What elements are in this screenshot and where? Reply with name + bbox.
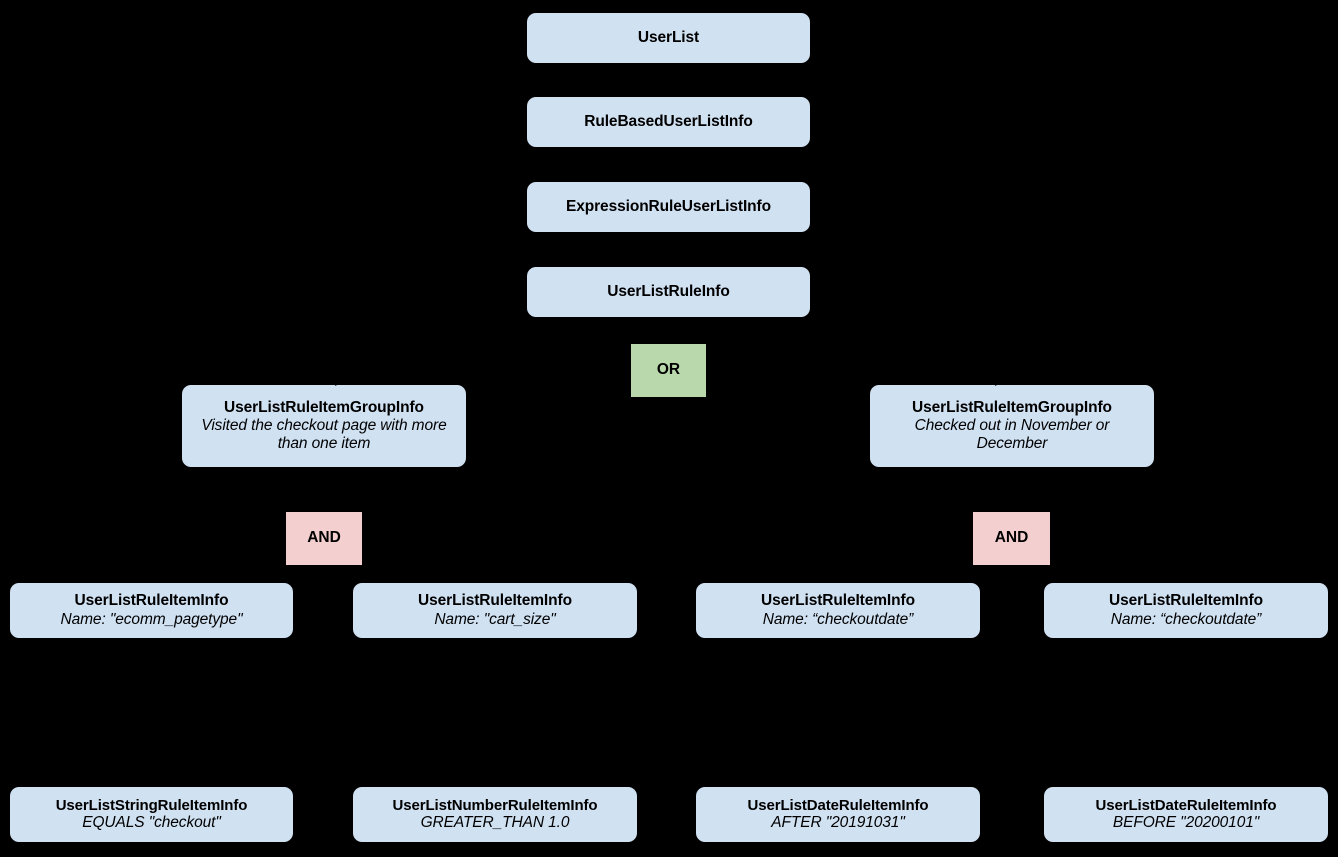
group-left-connector-notch xyxy=(318,372,344,386)
operator-label: AND xyxy=(994,529,1029,547)
node-leaf-number-rule-item[interactable]: UserListNumberRuleItemInfo GREATER_THAN … xyxy=(353,787,637,842)
node-label: UserListDateRuleItemInfo xyxy=(747,796,929,814)
node-description: Visited the checkout page with more than… xyxy=(201,416,447,453)
node-label: UserListRuleItemInfo xyxy=(418,592,572,610)
node-detail: EQUALS "checkout" xyxy=(82,814,221,832)
operator-label: OR xyxy=(656,361,681,379)
node-detail: Name: "cart_size" xyxy=(434,610,556,628)
node-label: UserListRuleItemInfo xyxy=(74,592,229,610)
node-rule-item-4[interactable]: UserListRuleItemInfo Name: “checkoutdate… xyxy=(1044,583,1328,638)
node-detail: Name: "ecomm_pagetype" xyxy=(60,610,243,628)
node-user-list-rule-info[interactable]: UserListRuleInfo xyxy=(527,267,810,317)
node-rule-based-user-list-info[interactable]: RuleBasedUserListInfo xyxy=(527,97,810,147)
node-detail: BEFORE "20200101" xyxy=(1112,814,1260,832)
node-leaf-date-rule-item-after[interactable]: UserListDateRuleItemInfo AFTER "20191031… xyxy=(696,787,980,842)
node-label: UserListDateRuleItemInfo xyxy=(1095,796,1277,814)
operator-and-right[interactable]: AND xyxy=(973,512,1050,565)
node-rule-item-3[interactable]: UserListRuleItemInfo Name: “checkoutdate… xyxy=(696,583,980,638)
node-label: UserListStringRuleItemInfo xyxy=(55,796,248,814)
node-label: UserListRuleInfo xyxy=(607,282,730,300)
node-label: UserListNumberRuleItemInfo xyxy=(392,796,598,814)
node-leaf-string-rule-item[interactable]: UserListStringRuleItemInfo EQUALS "check… xyxy=(10,787,293,842)
operator-label: AND xyxy=(307,529,341,547)
node-user-list[interactable]: UserList xyxy=(527,13,810,63)
node-label: ExpressionRuleUserListInfo xyxy=(566,197,771,215)
operator-or[interactable]: OR xyxy=(631,344,706,397)
node-label: UserListRuleItemGroupInfo xyxy=(912,398,1112,416)
node-label: UserListRuleItemInfo xyxy=(761,592,915,610)
node-label: RuleBasedUserListInfo xyxy=(584,112,753,130)
node-detail: AFTER "20191031" xyxy=(771,814,905,832)
operator-and-left[interactable]: AND xyxy=(286,512,362,565)
node-rule-item-1[interactable]: UserListRuleItemInfo Name: "ecomm_pagety… xyxy=(10,583,293,638)
node-description: Checked out in November or December xyxy=(914,416,1110,453)
node-leaf-date-rule-item-before[interactable]: UserListDateRuleItemInfo BEFORE "2020010… xyxy=(1044,787,1328,842)
node-group-info-left[interactable]: UserListRuleItemGroupInfo Visited the ch… xyxy=(182,385,466,467)
node-label: UserListRuleItemInfo xyxy=(1109,592,1263,610)
node-label: UserListRuleItemGroupInfo xyxy=(224,398,424,416)
node-label: UserList xyxy=(637,28,700,46)
node-expression-rule-user-list-info[interactable]: ExpressionRuleUserListInfo xyxy=(527,182,810,232)
node-detail: Name: “checkoutdate” xyxy=(1110,610,1262,628)
node-rule-item-2[interactable]: UserListRuleItemInfo Name: "cart_size" xyxy=(353,583,637,638)
node-detail: Name: “checkoutdate” xyxy=(762,610,914,628)
node-detail: GREATER_THAN 1.0 xyxy=(420,814,570,832)
node-group-info-right[interactable]: UserListRuleItemGroupInfo Checked out in… xyxy=(870,385,1154,467)
group-right-connector-notch xyxy=(978,372,1004,386)
